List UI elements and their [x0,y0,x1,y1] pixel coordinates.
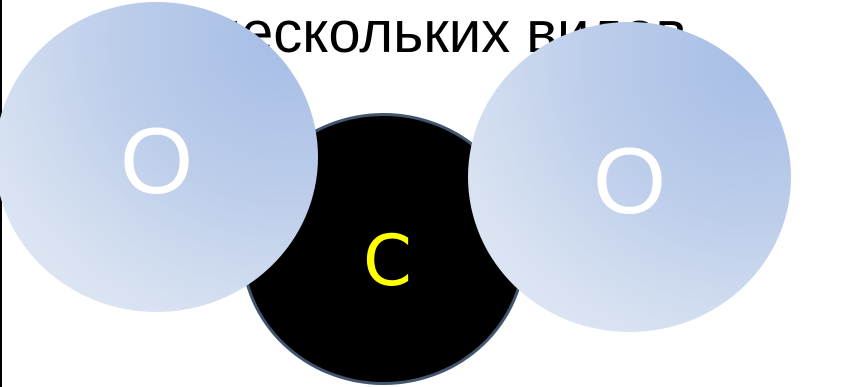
oxygen-atom-right: O [468,22,791,332]
oxygen-atom-left: O [0,2,318,312]
carbon-atom-label: C [363,220,412,302]
oxygen-atom-right-label: O [592,128,667,233]
oxygen-atom-left-label: O [119,108,194,213]
